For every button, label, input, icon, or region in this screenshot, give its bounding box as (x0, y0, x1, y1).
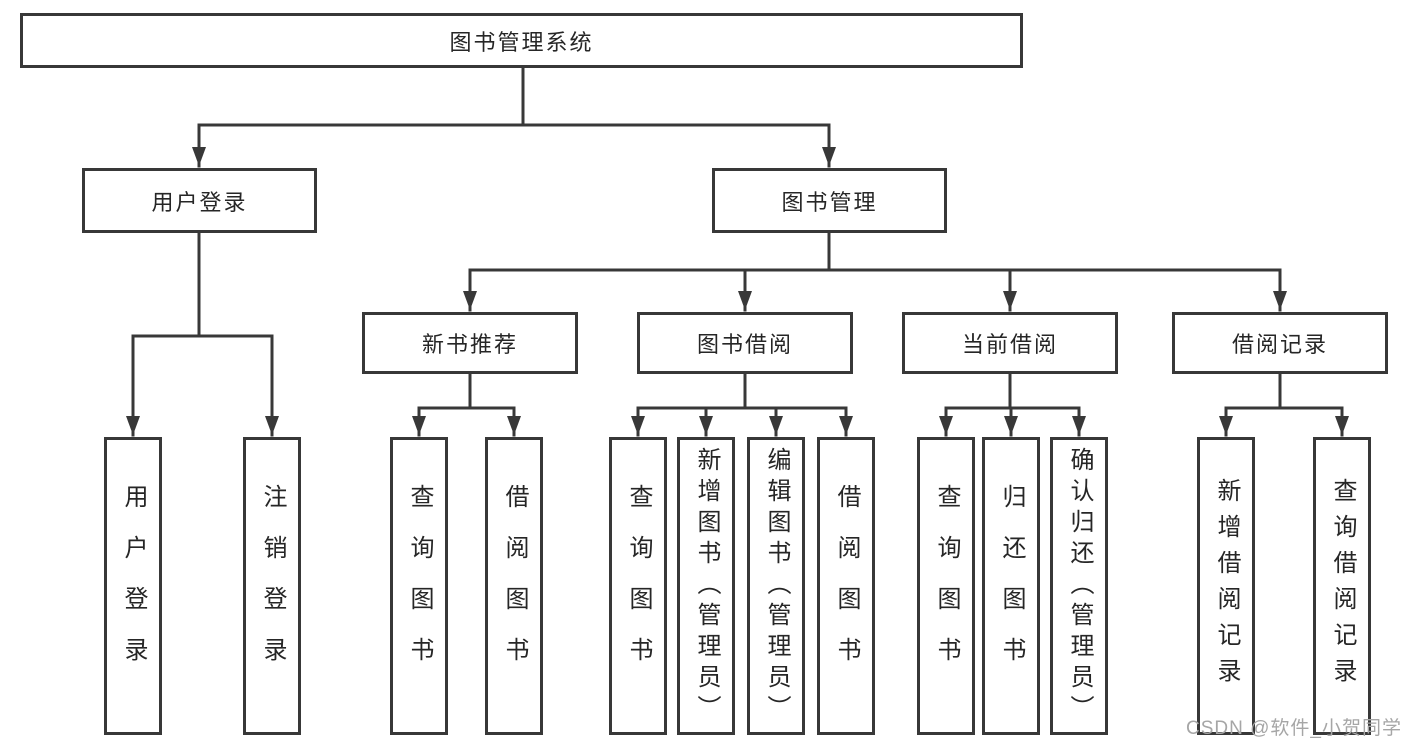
leaf-label: 查询图书 (625, 484, 652, 688)
node-label: 用户登录 (151, 189, 248, 215)
leaf-label: 确认归还（管理员） (1066, 446, 1093, 726)
leaf-logout: 注销登录 (243, 437, 301, 735)
node-borrowing-records: 借阅记录 (1172, 312, 1388, 374)
leaf-add-books-admin: 新增图书（管理员） (677, 437, 735, 735)
node-current-borrowing: 当前借阅 (902, 312, 1118, 374)
leaf-query-books-borrowing: 查询图书 (609, 437, 667, 735)
leaf-label: 归还图书 (998, 484, 1025, 688)
leaf-query-books-recommend: 查询图书 (390, 437, 448, 735)
node-label: 图书管理系统 (449, 29, 594, 55)
leaf-label: 新增图书（管理员） (693, 446, 720, 726)
node-book-borrowing: 图书借阅 (637, 312, 853, 374)
leaf-label: 用户登录 (120, 484, 147, 688)
node-label: 借阅记录 (1231, 332, 1328, 357)
leaf-borrow-books-borrowing: 借阅图书 (817, 437, 875, 735)
leaf-label: 新增借阅记录 (1213, 478, 1240, 694)
leaf-label: 注销登录 (259, 484, 286, 688)
leaf-label: 借阅图书 (501, 484, 528, 688)
node-label: 当前借阅 (961, 332, 1058, 357)
leaf-add-borrow-record: 新增借阅记录 (1197, 437, 1255, 735)
leaf-borrow-books-recommend: 借阅图书 (485, 437, 543, 735)
leaf-label: 查询借阅记录 (1329, 478, 1356, 694)
node-label: 新书推荐 (421, 332, 518, 357)
leaf-user-login: 用户登录 (104, 437, 162, 735)
leaf-query-borrow-record: 查询借阅记录 (1313, 437, 1371, 735)
node-user-login: 用户登录 (82, 168, 317, 233)
leaf-return-books: 归还图书 (982, 437, 1040, 735)
node-library-system: 图书管理系统 (20, 13, 1023, 68)
leaf-label: 借阅图书 (833, 484, 860, 688)
node-label: 图书借阅 (696, 332, 793, 357)
node-label: 图书管理 (781, 189, 878, 215)
node-new-book-recommend: 新书推荐 (362, 312, 578, 374)
leaf-edit-books-admin: 编辑图书（管理员） (747, 437, 805, 735)
watermark-csdn: CSDN @软件_小贺同学 (1186, 718, 1402, 739)
node-book-management: 图书管理 (712, 168, 947, 233)
leaf-label: 编辑图书（管理员） (763, 446, 790, 726)
leaf-label: 查询图书 (406, 484, 433, 688)
leaf-confirm-return-admin: 确认归还（管理员） (1050, 437, 1108, 735)
leaf-query-books-current: 查询图书 (917, 437, 975, 735)
leaf-label: 查询图书 (933, 484, 960, 688)
